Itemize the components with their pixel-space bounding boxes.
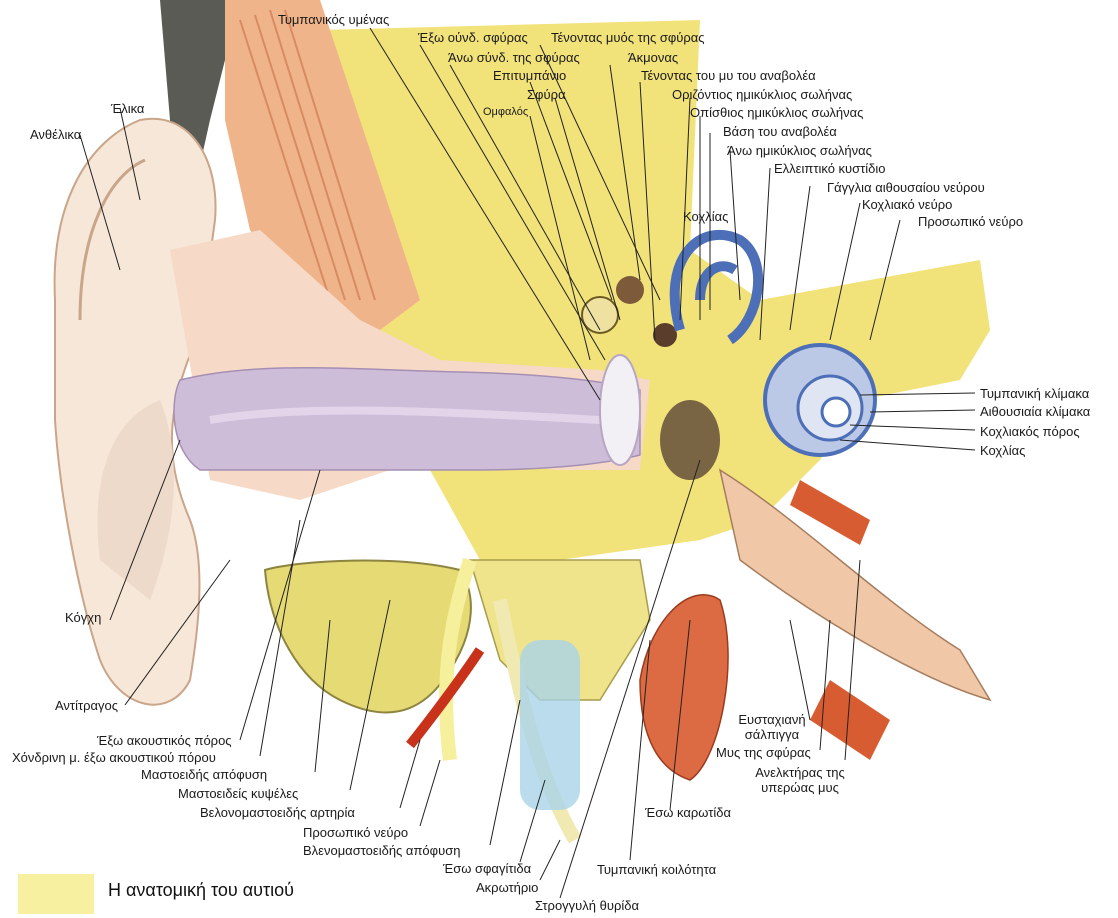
label-levator-veli: Ανελκτήρας της υπερώας μυς: [730, 765, 870, 795]
label-tympanic-membrane: Τυμπανικός υμένας: [278, 12, 389, 27]
label-tympanic-cavity: Τυμπανική κοιλότητα: [597, 862, 716, 877]
label-cochlear-duct: Κοχλιακός πόρος: [980, 424, 1080, 439]
label-cochlea: Κοχλίας: [980, 443, 1025, 458]
label-antitragus: Αντίτραγος: [55, 698, 118, 713]
label-facial-nerve: Προσωπικό νεύρο: [918, 214, 1023, 229]
jugular-shape: [520, 640, 580, 810]
caption-swatch: [18, 874, 94, 914]
label-facial-nerve-bottom: Προσωπικό νεύρο: [303, 825, 408, 840]
label-scala-tympani: Τυμπανική κλίμακα: [980, 386, 1089, 401]
label-styloid-process: Βλενομαστοειδής απόφυση: [303, 843, 460, 858]
label-cochlea-top: Κοχλίας: [683, 209, 728, 224]
label-mastoid-cells: Μαστοειδείς κυψέλες: [178, 786, 298, 801]
label-ext-acoustic-meatus: Έξω ακουστικός πόρος: [97, 733, 232, 748]
cochlea-inner: [822, 398, 850, 426]
label-tensor-tympani: Τένοντας μυός της σφύρας: [551, 30, 705, 45]
tympanic-membrane-shape: [600, 355, 640, 465]
ossicle-incus: [616, 276, 644, 304]
ossicle-stapes: [653, 323, 677, 347]
label-incus: Άκμονας: [628, 50, 678, 65]
label-utricle: Ελλειπτικό κυστίδιο: [774, 161, 886, 176]
label-vestibular-ganglion: Γάγγλια αιθουσαίου νεύρου: [827, 180, 985, 195]
label-superior-canal: Άνω ημικύκλιος σωλήνας: [727, 143, 872, 158]
label-ext-lig-malleus: Έξω ούνδ. σφύρας: [418, 30, 528, 45]
caption: Η ανατομική του αυτιού: [108, 880, 294, 901]
label-mastoid-process: Μαστοειδής απόφυση: [141, 767, 267, 782]
label-horizontal-canal: Οριζόντιος ημικύκλιος σωλήνας: [672, 87, 852, 102]
label-round-window: Στρογγυλή θυρίδα: [535, 898, 639, 913]
label-epitympanum: Επιτυμπάνιο: [493, 68, 566, 83]
label-stapedius-tendon: Τένοντας του μυ του αναβολέα: [641, 68, 816, 83]
label-helix: Έλικα: [111, 101, 144, 116]
label-cartilaginous-meatus: Χόνδρινη μ. έξω ακουστικού πόρου: [12, 750, 216, 765]
label-eustachian-tube: Ευσταχιανή σάλπιγγα: [722, 712, 822, 742]
label-malleus: Σφύρα: [527, 87, 566, 102]
label-sup-lig-malleus: Άνω σύνδ. της σφύρας: [448, 50, 580, 65]
label-internal-carotid: Έσω καρωτίδα: [645, 805, 731, 820]
label-stylomastoid-artery: Βελονομαστοειδής αρτηρία: [200, 805, 355, 820]
label-promontory: Ακρωτήριο: [476, 880, 538, 895]
label-stapes-base: Βάση του αναβολέα: [723, 124, 837, 139]
middle-ear-cavity: [660, 400, 720, 480]
label-antihelix: Ανθέλικα: [30, 127, 81, 142]
label-concha: Κόγχη: [65, 610, 101, 625]
label-internal-jugular: Έσω σφαγίτιδα: [443, 861, 531, 876]
label-cochlear-nerve: Κοχλιακό νεύρο: [862, 197, 952, 212]
eustachian-shape: [720, 470, 990, 700]
label-scala-vestibuli: Αιθουσιαία κλίμακα: [980, 404, 1090, 419]
label-muscle-malleus: Μυς της σφύρας: [716, 745, 811, 760]
label-posterior-canal: Οπίσθιος ημικύκλιος σωλήνας: [690, 105, 863, 120]
ossicle-malleus: [582, 297, 618, 333]
carotid-shape: [640, 595, 728, 780]
label-umbo: Ομφαλός: [483, 105, 528, 120]
